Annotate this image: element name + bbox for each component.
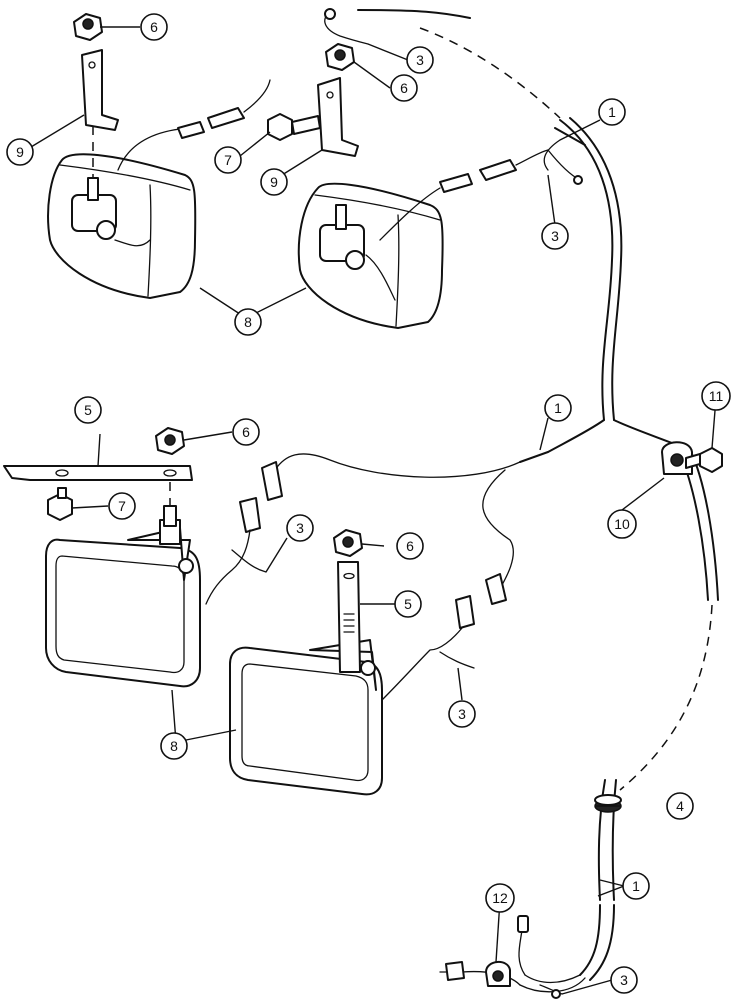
upper-left-bolt bbox=[87, 110, 99, 201]
callout-label: 1 bbox=[632, 878, 640, 894]
lower-right-connector bbox=[381, 573, 507, 701]
callout-9-right: 9 bbox=[260, 168, 288, 196]
upper-left-bracket bbox=[81, 49, 119, 131]
wire-harness bbox=[274, 9, 719, 993]
callout-3-bottom: 3 bbox=[610, 966, 638, 994]
lower-right-vertical-bracket bbox=[337, 561, 361, 673]
callout-label: 9 bbox=[270, 174, 278, 190]
callout-label: 12 bbox=[492, 890, 508, 906]
upper-top-terminal bbox=[324, 8, 369, 45]
callout-6-lower-right: 6 bbox=[396, 532, 424, 560]
callout-label: 1 bbox=[554, 400, 562, 416]
callout-label: 3 bbox=[458, 706, 466, 722]
callout-label: 8 bbox=[244, 314, 252, 330]
harness-clamp bbox=[661, 441, 693, 475]
callout-label: 6 bbox=[406, 538, 414, 554]
upper-right-bracket bbox=[317, 77, 359, 157]
upper-right-connector bbox=[379, 149, 549, 241]
callout-label: 9 bbox=[16, 144, 24, 160]
callout-5-left: 5 bbox=[74, 396, 102, 424]
callout-7-upper: 7 bbox=[214, 146, 242, 174]
upper-right-lamp bbox=[297, 182, 444, 329]
callout-label: 10 bbox=[614, 516, 630, 532]
callout-label: 5 bbox=[404, 596, 412, 612]
lower-left-flat-bracket bbox=[3, 465, 193, 481]
callout-label: 4 bbox=[676, 798, 684, 814]
callout-label: 6 bbox=[150, 19, 158, 35]
bottom-ring-terminal bbox=[539, 984, 563, 999]
ground-clamp bbox=[485, 961, 511, 987]
lower-left-nut bbox=[155, 427, 185, 455]
callout-label: 6 bbox=[400, 80, 408, 96]
lower-left-stud bbox=[163, 482, 177, 527]
callout-5-right: 5 bbox=[394, 590, 422, 618]
bottom-bullet-connector bbox=[439, 961, 465, 981]
upper-side-terminal bbox=[547, 149, 583, 185]
callout-3-lower-right: 3 bbox=[448, 700, 476, 728]
callout-8-lower: 8 bbox=[160, 732, 188, 760]
callout-label: 3 bbox=[416, 52, 424, 68]
lower-left-lamp bbox=[45, 519, 201, 688]
callout-label: 1 bbox=[608, 104, 616, 120]
callout-1-middle: 1 bbox=[544, 394, 572, 422]
callout-label: 6 bbox=[242, 424, 250, 440]
upper-left-nut bbox=[73, 13, 103, 41]
callout-label: 11 bbox=[709, 388, 724, 404]
callout-label: 3 bbox=[296, 520, 304, 536]
bottom-plug-connector bbox=[517, 915, 529, 933]
callout-label: 7 bbox=[118, 498, 126, 514]
harness-grommet bbox=[594, 794, 622, 813]
callout-3-upper-right: 3 bbox=[541, 222, 569, 250]
callout-1-lower: 1 bbox=[622, 872, 650, 900]
clamp-screw bbox=[685, 447, 723, 473]
lower-left-screw bbox=[47, 487, 73, 521]
callout-6-upper-left: 6 bbox=[140, 13, 168, 41]
upper-right-bolt bbox=[335, 204, 347, 230]
callout-label: 7 bbox=[224, 152, 232, 168]
callout-3-top: 3 bbox=[406, 46, 434, 74]
callout-8-upper: 8 bbox=[234, 308, 262, 336]
callout-12: 12 bbox=[485, 883, 515, 913]
callout-label: 3 bbox=[551, 228, 559, 244]
callout-3-lower-left: 3 bbox=[286, 514, 314, 542]
callout-6-lower-left: 6 bbox=[232, 418, 260, 446]
callout-9-left: 9 bbox=[6, 138, 34, 166]
upper-left-connector bbox=[177, 79, 271, 139]
callout-label: 3 bbox=[620, 972, 628, 988]
callout-1-upper: 1 bbox=[598, 98, 626, 126]
callout-10: 10 bbox=[607, 509, 637, 539]
callout-4: 4 bbox=[666, 792, 694, 820]
lower-right-nut bbox=[333, 529, 363, 557]
callout-7-lower: 7 bbox=[108, 492, 136, 520]
callout-label: 5 bbox=[84, 402, 92, 418]
upper-screw bbox=[267, 113, 321, 141]
callout-label: 8 bbox=[170, 738, 178, 754]
lower-left-connector bbox=[205, 461, 283, 605]
upper-right-nut bbox=[325, 43, 355, 71]
upper-left-lamp bbox=[47, 127, 197, 299]
callout-6-upper-right: 6 bbox=[390, 74, 418, 102]
callout-11: 11 bbox=[701, 381, 731, 411]
